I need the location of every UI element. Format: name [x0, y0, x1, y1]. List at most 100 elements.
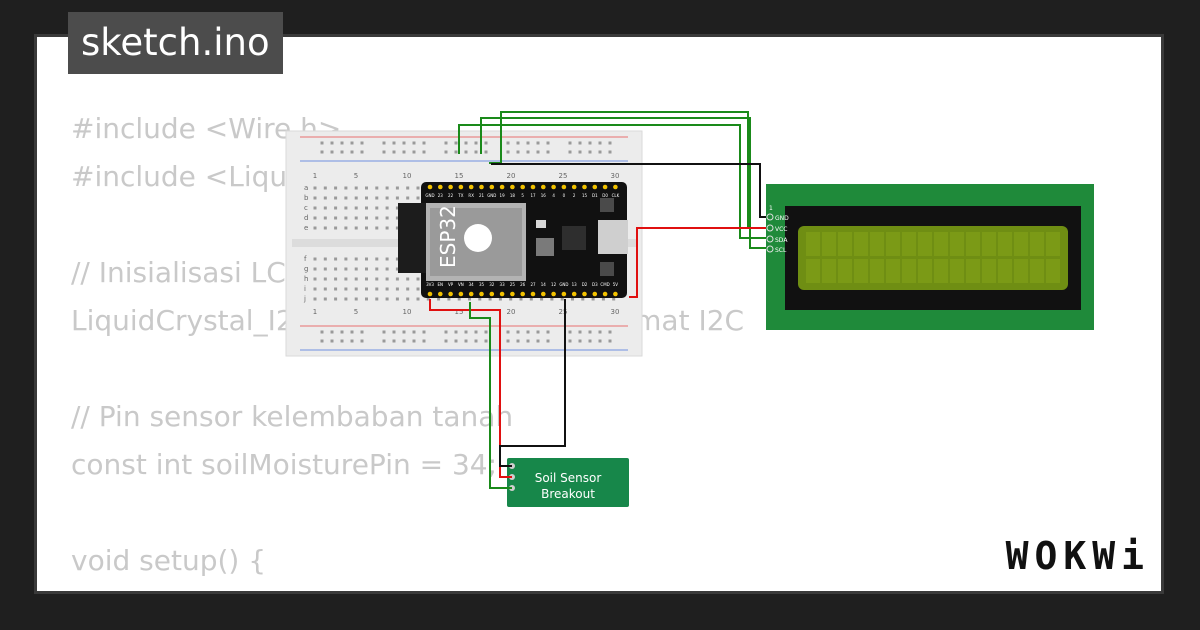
esp32-pin-label: EN — [438, 282, 444, 287]
code-line: void setup() { — [71, 544, 267, 577]
column-number: 20 — [507, 172, 516, 180]
esp32-pin-label: 4 — [552, 193, 555, 198]
esp32-pin — [438, 291, 443, 297]
soil-sensor-label-line2: Breakout — [541, 487, 595, 501]
esp32-pin-label: D3 — [592, 282, 598, 287]
esp32-pin-label: 5 — [521, 193, 524, 198]
esp32-pin — [468, 291, 474, 297]
esp32-pin-label: 16 — [541, 193, 547, 198]
row-letter: g — [304, 265, 308, 273]
esp32-pin-label: RX — [468, 193, 474, 198]
esp32-pin-label: 17 — [530, 193, 536, 198]
esp32-pin — [499, 291, 505, 297]
esp32-pin — [582, 184, 587, 190]
esp32-pin — [592, 184, 598, 190]
soil-sensor-breakout[interactable]: Soil Sensor Breakout — [507, 458, 629, 507]
esp32-pin-label: TX — [457, 193, 463, 198]
row-letter: f — [304, 255, 307, 263]
esp32-pin-label: 0 — [563, 193, 566, 198]
column-number: 30 — [611, 308, 620, 316]
lcd-module[interactable]: 1 GND VCC SDA SCL — [766, 184, 1094, 330]
row-letter: b — [304, 194, 309, 202]
esp32-pin-label: CLK — [612, 193, 620, 198]
sketch-filename-tab[interactable]: sketch.ino — [68, 12, 283, 74]
esp32-pin-label: VP — [448, 282, 454, 287]
column-number: 5 — [354, 172, 358, 180]
esp32-pin — [489, 291, 495, 297]
breadboard-bottom-numbers: 1 5 10 15 20 25 30 — [313, 308, 620, 316]
esp32-pin-label: 21 — [479, 193, 485, 198]
esp32-pin-label: 25 — [510, 282, 516, 287]
column-number: 25 — [559, 308, 568, 316]
row-letter: d — [304, 214, 308, 222]
esp32-pin — [448, 291, 453, 297]
column-number: 1 — [313, 308, 317, 316]
esp32-pin — [602, 184, 608, 190]
esp32-pin — [510, 291, 515, 297]
esp32-pin-label: 22 — [448, 193, 454, 198]
esp32-pin-label: 35 — [479, 282, 485, 287]
esp32-pin-label: 2 — [573, 193, 576, 198]
row-letter: e — [304, 224, 308, 232]
breadboard-row-letters: a b c d e f g h i j — [303, 184, 309, 303]
esp32-pin — [613, 184, 618, 190]
wire-green-sensor-ao — [469, 302, 512, 489]
row-letter: j — [303, 295, 306, 303]
esp32-pin-label: 34 — [469, 282, 475, 287]
esp32-pin — [541, 184, 546, 190]
wire-black-lcd-gnd — [491, 163, 766, 218]
esp32-pin-label: 26 — [520, 282, 526, 287]
esp32-pin — [602, 291, 608, 297]
column-number: 25 — [559, 172, 568, 180]
esp32-pin — [427, 291, 433, 297]
wire-green-sda — [480, 117, 766, 249]
esp32-pin-label: 12 — [551, 282, 557, 287]
column-number: 10 — [403, 172, 412, 180]
esp32-pin — [551, 184, 556, 190]
esp32-pin-label: 27 — [530, 282, 536, 287]
esp32-pin-label: 18 — [510, 193, 516, 198]
esp32-pin-label: 3V3 — [426, 282, 434, 287]
esp32-pin-label: D0 — [602, 193, 608, 198]
row-letter: a — [304, 184, 308, 192]
esp32-pin — [458, 184, 464, 190]
esp32-pin-label: GND — [559, 282, 568, 287]
esp32-pin — [571, 291, 577, 297]
esp32-pin — [561, 184, 567, 190]
column-number: 5 — [354, 308, 358, 316]
esp32-pin-label: 13 — [572, 282, 578, 287]
column-number: 30 — [611, 172, 620, 180]
wires[interactable] — [429, 111, 766, 489]
wire-red-sensor-vcc — [429, 299, 512, 478]
esp32-pin-label: 19 — [500, 193, 506, 198]
breadboard-top-numbers: 1 5 10 15 20 25 30 — [313, 172, 620, 180]
esp32-pin-label: 5V — [613, 282, 619, 287]
esp32-pin-label: VN — [458, 282, 464, 287]
row-letter: h — [304, 275, 308, 283]
lcd-character-cells — [806, 232, 1060, 283]
esp32-pin — [479, 184, 484, 190]
column-number: 15 — [455, 172, 464, 180]
lcd-pin-one-label: 1 — [769, 205, 773, 212]
esp32-pin — [448, 184, 453, 190]
esp32-pin — [479, 291, 484, 297]
esp32-pin — [438, 184, 443, 190]
esp32-pin — [520, 184, 525, 190]
column-number: 10 — [403, 308, 412, 316]
esp32-pin — [592, 291, 598, 297]
esp32-pin — [551, 291, 556, 297]
column-number: 15 — [455, 308, 464, 316]
wokwi-logo: WOKWi — [1005, 534, 1150, 578]
esp32-pin — [468, 184, 474, 190]
espressif-logo-icon — [464, 224, 492, 252]
lcd-pin-label: SDA — [775, 237, 788, 244]
column-number: 20 — [507, 308, 516, 316]
esp32-pin-label: D2 — [582, 282, 588, 287]
esp32-pin — [530, 184, 536, 190]
row-letter: c — [304, 204, 308, 212]
esp32-pin — [499, 184, 505, 190]
